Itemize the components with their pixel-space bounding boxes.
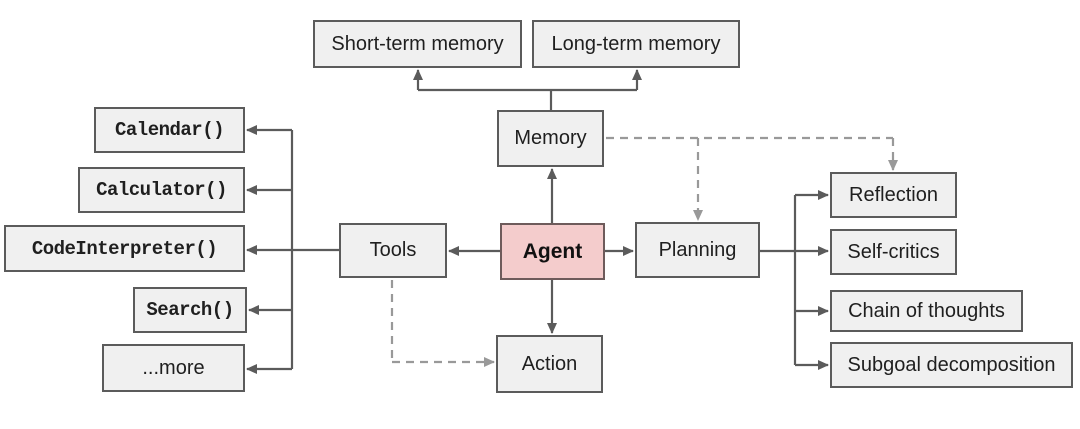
- node-reflection: Reflection: [830, 172, 957, 218]
- node-label: Memory: [514, 127, 587, 149]
- node-code-interpreter-tool: CodeInterpreter(): [4, 225, 245, 272]
- node-label: Calendar(): [114, 119, 225, 141]
- node-planning: Planning: [635, 222, 760, 278]
- node-self-critics: Self-critics: [830, 229, 957, 275]
- node-label: CodeInterpreter(): [31, 237, 218, 260]
- node-label: Search(): [146, 299, 234, 321]
- node-label: Planning: [658, 238, 737, 261]
- node-label: Short-term memory: [331, 32, 504, 55]
- solid-connectors: [246, 69, 829, 374]
- node-search-tool: Search(): [133, 287, 247, 333]
- node-label: Calculator(): [96, 179, 227, 201]
- node-label: Reflection: [849, 183, 938, 206]
- node-subgoal-decomposition: Subgoal decomposition: [830, 342, 1073, 388]
- node-memory: Memory: [497, 110, 604, 167]
- node-long-term-memory: Long-term memory: [532, 20, 740, 68]
- node-agent: Agent: [500, 223, 605, 280]
- node-label: Agent: [522, 239, 583, 263]
- node-label: ...more: [142, 356, 205, 379]
- node-label: Chain of thoughts: [848, 299, 1005, 322]
- node-label: Long-term memory: [551, 32, 721, 55]
- node-label: Action: [521, 352, 578, 375]
- node-label: Subgoal decomposition: [847, 353, 1056, 376]
- node-tools: Tools: [339, 223, 447, 278]
- node-more-tools: ...more: [102, 344, 245, 392]
- node-label: Tools: [369, 239, 417, 261]
- node-calendar-tool: Calendar(): [94, 107, 245, 153]
- node-label: Self-critics: [847, 240, 940, 263]
- node-chain-of-thoughts: Chain of thoughts: [830, 290, 1023, 332]
- dashed-connectors: [390, 136, 898, 367]
- node-action: Action: [496, 335, 603, 393]
- node-calculator-tool: Calculator(): [78, 167, 245, 213]
- node-short-term-memory: Short-term memory: [313, 20, 522, 68]
